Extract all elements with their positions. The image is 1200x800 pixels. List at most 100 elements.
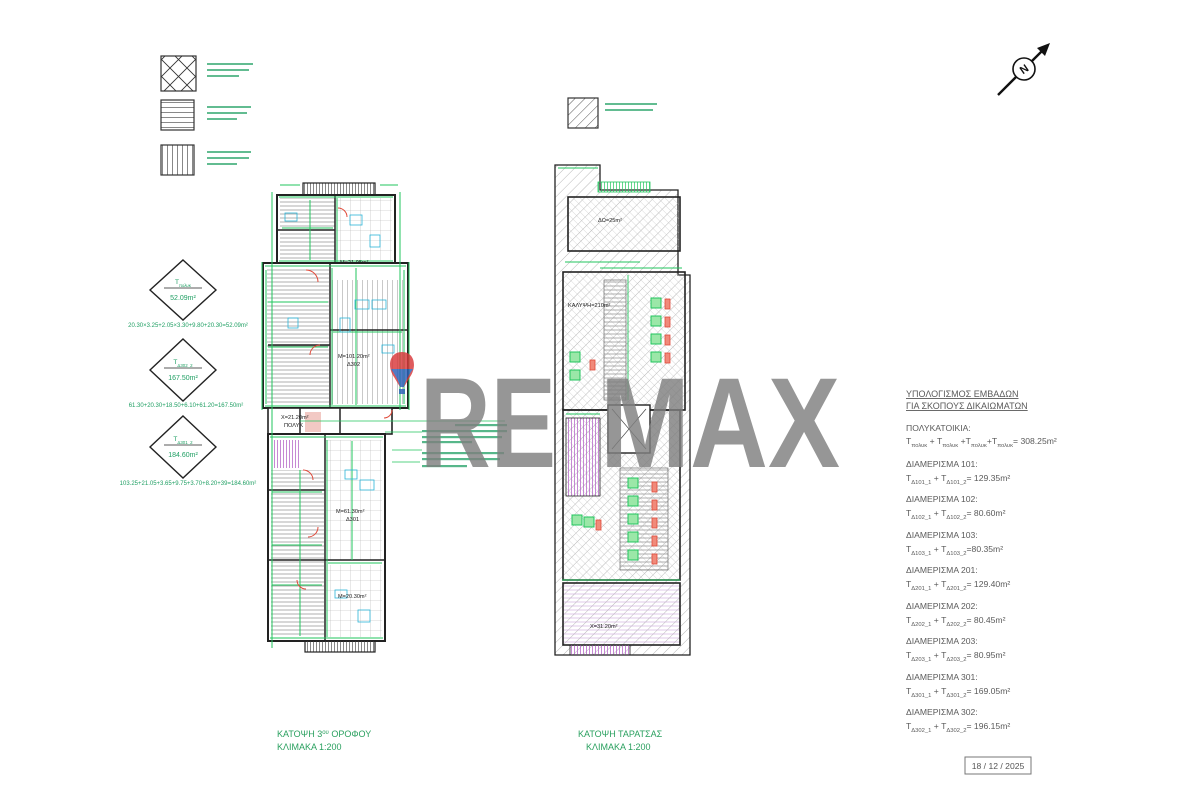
terrace-title: ΚΑΤΟΨΗ ΤΑΡΑΤΣΑΣ <box>578 729 663 739</box>
illegible-legend-line <box>207 106 251 108</box>
date-stamp: 18 / 12 / 2025 <box>964 756 1032 775</box>
apartment-label: ΔΙΑΜΕΡΙΣΜΑ 301: <box>906 672 978 682</box>
formula-text: T <box>906 508 912 518</box>
formula-text: + T <box>931 473 947 483</box>
formula-text: T <box>906 650 912 660</box>
upper-left-rooms <box>280 198 335 260</box>
green-panel <box>650 315 662 327</box>
door-swing <box>296 579 307 590</box>
formula-text: T <box>906 473 912 483</box>
elevator-cross <box>611 408 647 450</box>
apartment-label: ΔΙΑΜΕΡΙΣΜΑ 203: <box>906 636 978 646</box>
red-panel <box>651 535 658 547</box>
illegible-note-line <box>422 441 472 444</box>
formula-text: + T <box>931 615 947 625</box>
apartment-formula: TΔ103_1 + TΔ103_2=80.35m² <box>906 544 1003 557</box>
formula-text: = 80.95m² <box>967 650 1006 660</box>
diamond-value: 52.09m² <box>170 295 196 302</box>
apartment-label: Δ302 <box>347 362 360 368</box>
formula-text: T <box>906 544 912 554</box>
formula-text: +T <box>987 436 998 446</box>
green-panel <box>583 516 595 528</box>
door-swing <box>307 526 319 538</box>
formula-subscript: Δ101_2 <box>946 480 966 486</box>
green-panel <box>627 531 639 543</box>
illegible-note-line <box>422 452 504 455</box>
formula-subscript: Δ103_1 <box>911 551 931 557</box>
floor3-title-sup: ου <box>322 730 329 736</box>
green-panel <box>650 297 662 309</box>
area-diamond-2: TΔ302_2 167.50m² 61.30+20.30+18.50+6.10+… <box>129 338 244 409</box>
door-swing <box>337 207 348 218</box>
north-arrow-circle <box>1012 57 1036 81</box>
calc-heading-2: ΓΙΑ ΣΚΟΠΟΥΣ ΔΙΚΑΙΩΜΑΤΩΝ <box>906 401 1028 411</box>
formula-text: = 169.05m² <box>967 686 1011 696</box>
terrace-top-stair <box>597 181 651 193</box>
illegible-legend-line <box>207 63 253 65</box>
illegible-legend-line <box>207 151 251 153</box>
red-panel <box>664 334 671 346</box>
north-arrow-icon: N <box>997 43 1050 96</box>
illegible-legend-line <box>207 75 239 77</box>
legend-terrace <box>567 97 599 129</box>
stair-shading <box>305 412 321 432</box>
apartment-label: ΔΙΑΜΕΡΙΣΜΑ 102: <box>906 494 978 504</box>
formula-text: =80.35m² <box>967 544 1004 554</box>
formula-text: T <box>173 436 177 443</box>
date-text: 18 / 12 / 2025 <box>972 761 1025 771</box>
formula-text: + T <box>931 579 947 589</box>
balloon-logo-icon <box>390 352 414 394</box>
diamond-symbol: TΔ302_2 <box>173 359 193 368</box>
illegible-legend-line <box>207 157 249 159</box>
illegible-note-line <box>422 458 500 461</box>
legend-floor3 <box>160 55 657 176</box>
terrace-details <box>558 167 682 581</box>
apartment-formula: TΔ301_1 + TΔ301_2= 169.05m² <box>906 686 1010 699</box>
diamond-value: 184.60m² <box>168 452 198 459</box>
formula-text: T <box>906 436 912 446</box>
floor3-details <box>261 184 410 648</box>
door-swing <box>302 469 314 481</box>
red-panel <box>651 499 658 511</box>
illegible-legend-line <box>207 118 237 120</box>
fixture <box>284 212 298 222</box>
floor3-scale: ΚΛΙΜΑΚΑ 1:200 <box>277 742 342 752</box>
watermark-text-right: MAX <box>600 352 840 495</box>
balloon-bottom <box>391 369 413 387</box>
common-label: ΠΟΛΥΚ <box>284 423 303 429</box>
room-area-label: Μ=101.20m² <box>338 354 370 360</box>
door-swing <box>309 344 321 356</box>
area-diamond-1: Tπολυκ 52.09m² 20.30×3.25+2.05×3.30+9.80… <box>128 259 248 329</box>
diamond-formula: 61.30+20.30+18.50+6.10+61.20=167.50m² <box>129 403 244 409</box>
floor3-title: ΚΑΤΟΨΗ 3ου ΟΡΟΦΟΥ <box>277 729 371 739</box>
red-panel <box>664 352 671 364</box>
formula-text: = 80.45m² <box>967 615 1006 625</box>
diamond-formula: 20.30×3.25+2.05×3.30+9.80+20.30=52.09m² <box>128 323 248 329</box>
diamond-shape <box>148 338 218 402</box>
formula-text: = 308.25m² <box>1013 436 1057 446</box>
formula-subscript: Δ202_1 <box>911 622 931 628</box>
formula-subscript: πολυκ <box>971 443 987 449</box>
formula-text: T <box>175 279 179 286</box>
floor3-plan: Μ=21.95m² Μ=101.20m² Δ302 Χ=21.20m² ΠΟΛΥ… <box>261 182 410 653</box>
illegible-legend-line <box>207 69 249 71</box>
diamond-formula: 103.25+21.05+3.65+9.75+3.70+8.20+39=184.… <box>120 481 257 487</box>
apartment-label: ΔΙΑΜΕΡΙΣΜΑ 201: <box>906 565 978 575</box>
diamond-shape <box>148 259 218 321</box>
formula-text: + T <box>931 686 947 696</box>
date-box <box>964 756 1032 775</box>
top-balcony <box>302 182 376 196</box>
room-area-label: Χ=31.20m² <box>590 624 618 630</box>
formula-text: T <box>906 579 912 589</box>
illegible-legend-line <box>207 112 247 114</box>
apartment-label: ΔΙΑΜΕΡΙΣΜΑ 302: <box>906 707 978 717</box>
fixture <box>354 299 370 310</box>
apartment-formula: TΔ102_1 + TΔ102_2= 80.60m² <box>906 508 1006 521</box>
formula-subscript: Δ102_1 <box>911 515 931 521</box>
fixture <box>369 234 381 248</box>
formula-subscript: πολυκ <box>911 443 927 449</box>
formula-subscript: Δ102_2 <box>946 515 966 521</box>
upper-right-room <box>336 198 392 260</box>
legend-swatch-horizontal-hatch <box>160 99 195 131</box>
bottom-terrace-room <box>562 582 681 646</box>
